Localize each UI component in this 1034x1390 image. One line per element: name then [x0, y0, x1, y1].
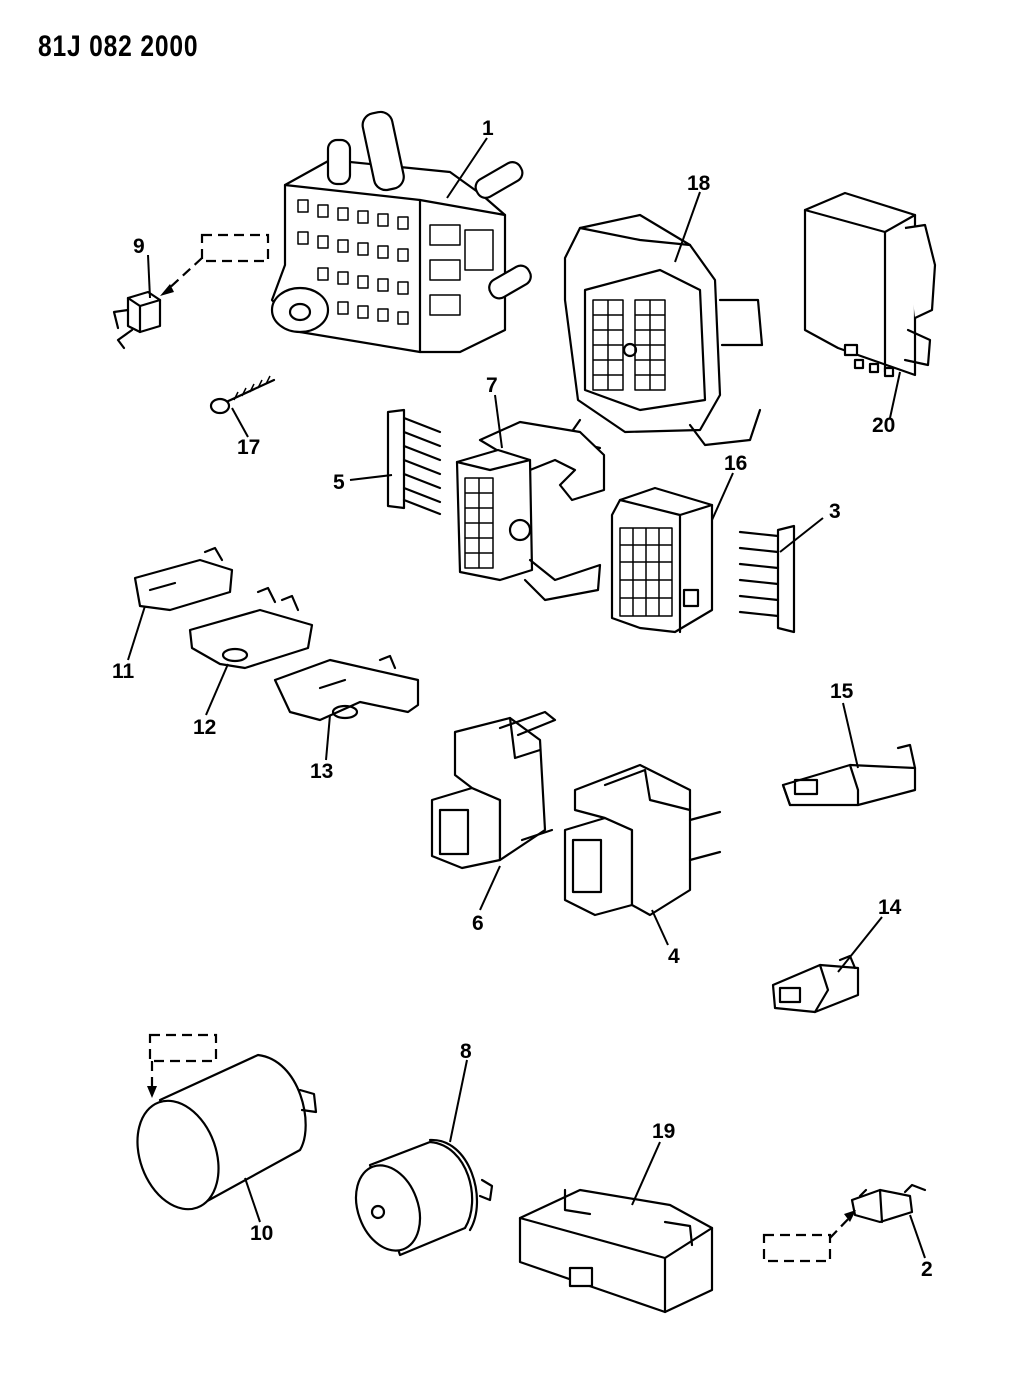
callout-11: 11	[112, 660, 135, 683]
part-bracket-clip	[112, 290, 162, 350]
part-connector-boot-4	[563, 763, 722, 917]
part-inline-connector-15	[781, 743, 917, 807]
part-canister-relay	[136, 1053, 318, 1211]
part-terminal-lock-comb-right	[738, 524, 796, 634]
callout-20: 20	[872, 414, 895, 437]
leader-lines	[127, 137, 926, 1259]
part-terminal-11	[133, 546, 234, 612]
callout-9: 9	[133, 235, 145, 258]
part-relay-holder	[518, 1188, 714, 1314]
part-fuse-block	[270, 110, 532, 354]
callout-19: 19	[652, 1120, 675, 1143]
callout-6: 6	[472, 912, 484, 935]
diagram-reference-number: 81J 082 2000	[38, 30, 199, 63]
callout-18: 18	[687, 172, 711, 195]
callout-10: 10	[250, 1222, 273, 1245]
part-terminal-lock-comb-left	[386, 408, 442, 516]
callout-3: 3	[829, 500, 841, 523]
reference-box-left	[147, 1033, 218, 1098]
callout-13: 13	[310, 760, 333, 783]
part-terminal-12	[188, 586, 314, 670]
part-connector-bracket	[563, 213, 764, 450]
part-screw	[209, 375, 276, 415]
part-blade-fuse	[850, 1183, 927, 1224]
part-terminal-13	[273, 654, 420, 722]
callout-15: 15	[830, 680, 854, 703]
callout-5: 5	[333, 471, 345, 494]
callout-12: 12	[193, 716, 216, 739]
callout-7: 7	[486, 374, 498, 397]
part-flasher	[354, 1138, 494, 1257]
callout-14: 14	[878, 896, 902, 919]
part-control-module	[803, 191, 937, 378]
part-small-connector-14	[771, 954, 860, 1014]
callout-17: 17	[237, 436, 260, 459]
callout-4: 4	[668, 945, 680, 968]
callout-8: 8	[460, 1040, 472, 1063]
part-connector-boot-6	[430, 710, 557, 870]
reference-box-right	[762, 1210, 856, 1263]
callout-1: 1	[482, 117, 494, 140]
callout-2: 2	[921, 1258, 933, 1281]
callout-16: 16	[724, 452, 747, 475]
part-connector-housing	[455, 420, 606, 602]
callout-numbers: 1 9 18 20 17 7 5 16 3 11 12 13 15 6 4 14…	[112, 117, 933, 1281]
reference-box-top	[160, 233, 270, 296]
part-connector-16	[610, 486, 714, 634]
